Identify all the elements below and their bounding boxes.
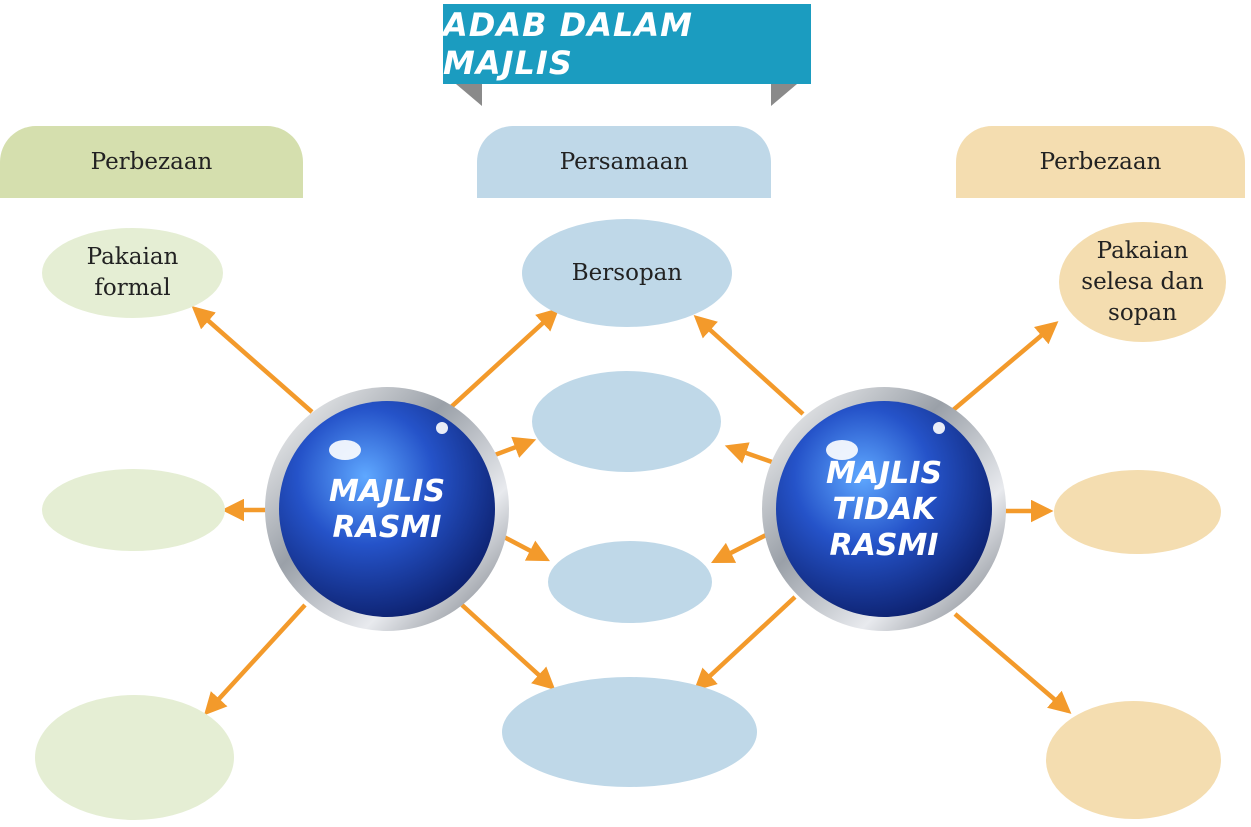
arrow-right-to-pakaian bbox=[950, 321, 1059, 413]
header-left: Perbezaan bbox=[0, 126, 303, 198]
center-right-line-1: MAJLIS bbox=[825, 456, 943, 491]
center-label-right: MAJLIS TIDAK RASMI bbox=[804, 456, 964, 564]
right-oval-1-line-2: selesa dan bbox=[1081, 268, 1204, 295]
title-banner: ADAB DALAM MAJLIS bbox=[443, 4, 811, 84]
left-oval-1: Pakaian formal bbox=[42, 228, 223, 318]
arrow-left-to-green3 bbox=[203, 603, 307, 716]
header-middle: Persamaan bbox=[477, 126, 771, 198]
left-oval-1-line-2: formal bbox=[94, 275, 171, 301]
diagram-title: ADAB DALAM MAJLIS bbox=[443, 6, 693, 82]
right-oval-1: Pakaian selesa dan sopan bbox=[1059, 222, 1226, 342]
center-right-line-2: TIDAK bbox=[832, 492, 936, 527]
center-label-left: MAJLIS RASMI bbox=[307, 474, 467, 546]
center-left-line-1: MAJLIS bbox=[328, 474, 446, 509]
arrow-left-to-bersopan bbox=[448, 307, 560, 410]
right-oval-2 bbox=[1054, 470, 1221, 554]
center-left-line-2: RASMI bbox=[332, 510, 442, 545]
arrow-left-to-formal bbox=[191, 306, 314, 414]
center-right-line-3: RASMI bbox=[829, 528, 939, 563]
left-oval-1-line-1: Pakaian bbox=[86, 244, 179, 270]
arrow-left-to-blue4 bbox=[460, 603, 556, 691]
middle-oval-1-line-1: Bersopan bbox=[571, 259, 683, 286]
arrow-right-to-bersopan bbox=[693, 314, 805, 416]
left-oval-2 bbox=[42, 469, 225, 551]
arrow-left-to-blue3 bbox=[502, 535, 550, 562]
right-oval-3 bbox=[1046, 701, 1221, 819]
arrow-right-to-tan3 bbox=[953, 612, 1072, 714]
arrow-right-to-blue4 bbox=[693, 595, 797, 692]
arrow-right-to-blue3 bbox=[710, 531, 770, 564]
right-oval-1-line-3: sopan bbox=[1108, 299, 1177, 326]
left-oval-3 bbox=[35, 695, 234, 820]
header-right: Perbezaan bbox=[956, 126, 1245, 198]
middle-oval-4 bbox=[502, 677, 757, 787]
arrow-left-to-blue2 bbox=[491, 436, 537, 459]
right-oval-1-line-1: Pakaian bbox=[1096, 237, 1189, 264]
middle-oval-3 bbox=[548, 541, 712, 623]
center-node-majlis-rasmi bbox=[265, 387, 509, 631]
middle-oval-1: Bersopan bbox=[522, 219, 732, 327]
arrow-right-to-blue2 bbox=[724, 442, 773, 465]
middle-oval-2 bbox=[532, 371, 721, 472]
center-node-majlis-tidak-rasmi bbox=[762, 387, 1006, 631]
